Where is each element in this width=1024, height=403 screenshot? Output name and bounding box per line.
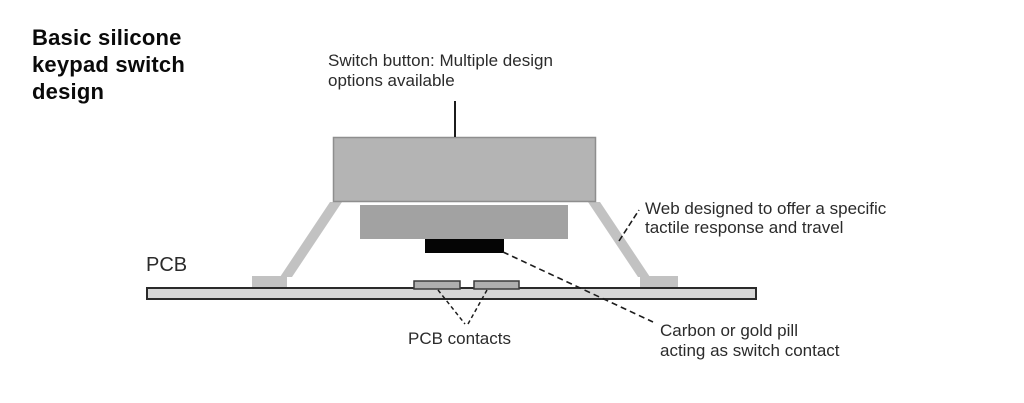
switch-button-label: Switch button: Multiple design options a… [328, 51, 553, 90]
switch-button-cap [332, 136, 597, 203]
web-right-foot [640, 276, 678, 288]
pcb-contacts-label: PCB contacts [408, 329, 511, 348]
contact-pill [425, 239, 504, 253]
pcb-contacts-leader-left [437, 289, 466, 325]
web-left-foot [252, 276, 287, 288]
pcb-contact-left [413, 280, 461, 290]
web-right-leg [588, 202, 650, 277]
diagram-title: Basic silicone keypad switch design [32, 25, 185, 104]
pill-leader-line [502, 251, 654, 323]
switch-plunger [360, 205, 568, 239]
web-label: Web designed to offer a specific tactile… [645, 199, 887, 237]
pcb-contact-right [473, 280, 520, 290]
pill-label: Carbon or gold pill acting as switch con… [660, 321, 840, 360]
pcb-label: PCB [146, 254, 188, 276]
web-left-leg [280, 202, 342, 277]
web-leader-line [618, 209, 640, 242]
